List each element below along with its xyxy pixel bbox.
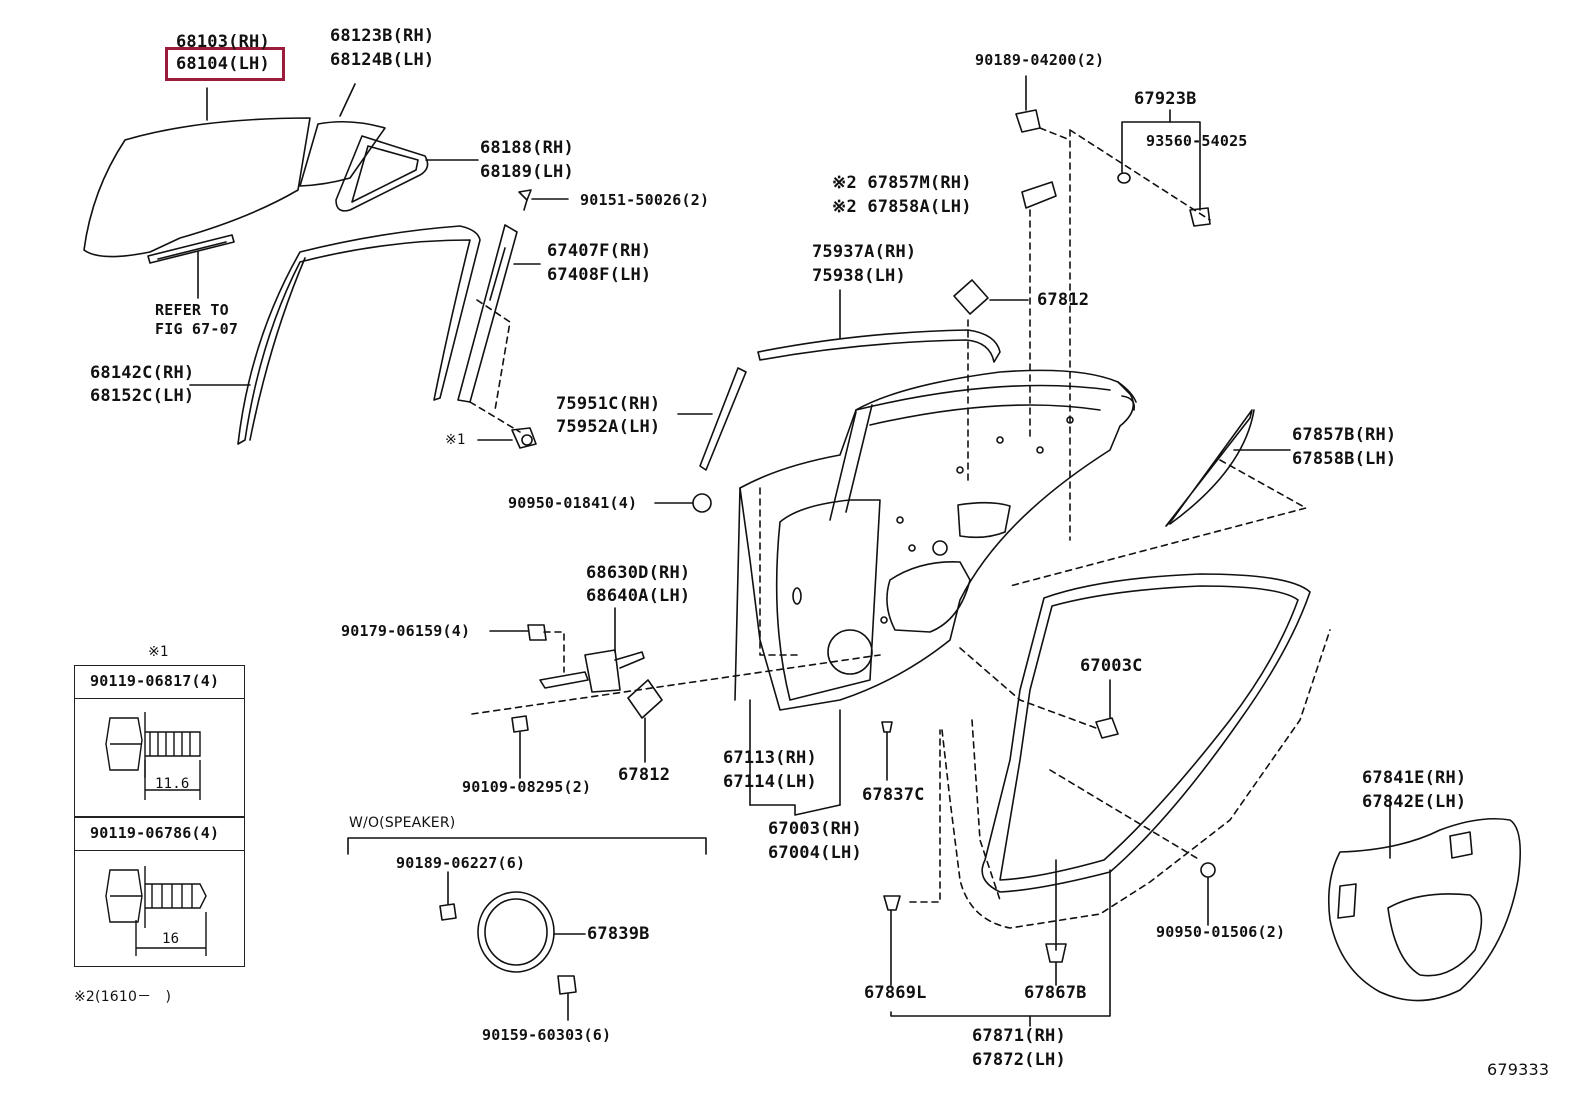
note1-bolt-marker: ※1 <box>445 432 466 448</box>
part-67869L[interactable]: 67869L <box>864 983 927 1003</box>
part-67857M[interactable]: ※2 67857M(RH) <box>832 173 972 193</box>
part-68104-selected[interactable]: 68104(LH) <box>176 54 270 74</box>
legend-part-90119-06817[interactable]: 90119-06817(4) <box>90 672 220 690</box>
cap-screw-67923B <box>1117 109 1211 227</box>
clip-67869L <box>883 895 901 986</box>
part-75952A[interactable]: 75952A(LH) <box>556 417 661 437</box>
triangle-seal <box>1165 409 1291 527</box>
belt-molding-small <box>677 367 747 471</box>
pillar-garnish <box>457 224 541 433</box>
part-67839B[interactable]: 67839B <box>587 924 650 944</box>
bracket-67857M <box>1021 181 1057 209</box>
legend-dim-11-6: 11.6 <box>155 776 190 792</box>
legend-head-2 <box>74 817 245 851</box>
quarter-glass <box>299 83 386 187</box>
pad-67812-upper <box>953 279 1029 315</box>
part-75951C[interactable]: 75951C(RH) <box>556 394 661 414</box>
part-67113[interactable]: 67113(RH) <box>723 748 817 768</box>
part-75938[interactable]: 75938(LH) <box>812 266 906 286</box>
bolt-90109 <box>471 654 881 779</box>
grommet-90950-01506 <box>1200 862 1216 926</box>
part-90159[interactable]: 90159-60303(6) <box>482 1026 612 1044</box>
part-90109[interactable]: 90109-08295(2) <box>462 778 592 796</box>
part-90950-01506[interactable]: 90950-01506(2) <box>1156 923 1286 941</box>
part-90179[interactable]: 90179-06159(4) <box>341 622 471 640</box>
part-67812-lower[interactable]: 67812 <box>618 765 671 785</box>
part-67812-upper[interactable]: 67812 <box>1037 290 1090 310</box>
part-68188[interactable]: 68188(RH) <box>480 138 574 158</box>
part-67003[interactable]: 67003(RH) <box>768 819 862 839</box>
rear-door-panel <box>734 369 1137 711</box>
leaders-67113 <box>749 699 841 816</box>
part-67858B[interactable]: 67858B(LH) <box>1292 449 1397 469</box>
part-67841E[interactable]: 67841E(RH) <box>1362 768 1467 788</box>
legend-head-1 <box>74 665 245 699</box>
legend-dim-16: 16 <box>162 931 180 947</box>
clip-67003C <box>1095 679 1119 739</box>
part-67857B[interactable]: 67857B(RH) <box>1292 425 1397 445</box>
part-67114[interactable]: 67114(LH) <box>723 772 817 792</box>
pad-67812-lower <box>627 679 663 763</box>
part-68123B[interactable]: 68123B(RH) <box>330 26 435 46</box>
glass-channel-strip <box>147 234 235 299</box>
screw-90151 <box>518 189 569 211</box>
part-67837C[interactable]: 67837C <box>862 785 925 805</box>
part-90189-06227[interactable]: 90189-06227(6) <box>396 854 526 872</box>
figure-number: 679333 <box>1487 1060 1550 1079</box>
part-90189-04200[interactable]: 90189-04200(2) <box>975 51 1105 69</box>
part-67867B[interactable]: 67867B <box>1024 983 1087 1003</box>
legend-box-1 <box>74 665 245 817</box>
part-67858A[interactable]: ※2 67858A(LH) <box>832 197 972 217</box>
part-68142C[interactable]: 68142C(RH) <box>90 363 195 383</box>
part-67872[interactable]: 67872(LH) <box>972 1050 1066 1070</box>
clip-67837C <box>881 721 893 781</box>
part-68640A[interactable]: 68640A(LH) <box>586 586 691 606</box>
part-93560[interactable]: 93560-54025 <box>1146 132 1248 150</box>
part-68189[interactable]: 68189(LH) <box>480 162 574 182</box>
legend-box-2 <box>74 817 245 967</box>
legend-part-90119-06786[interactable]: 90119-06786(4) <box>90 824 220 842</box>
part-75937A[interactable]: 75937A(RH) <box>812 242 917 262</box>
refer-note-line1: REFER TO <box>155 301 229 319</box>
weatherstrip-outline <box>909 629 1331 929</box>
bolt-90179 <box>489 624 565 673</box>
part-90151[interactable]: 90151-50026(2) <box>580 191 710 209</box>
legend-title: ※1 <box>148 644 169 660</box>
frame-molding <box>189 225 481 445</box>
leaders-67871 <box>890 869 1111 1027</box>
part-68152C[interactable]: 68152C(LH) <box>90 386 195 406</box>
part-67842E[interactable]: 67842E(LH) <box>1362 792 1467 812</box>
belt-weatherstrip <box>757 289 1001 363</box>
clip-67867B <box>1045 943 1067 986</box>
part-68630D[interactable]: 68630D(RH) <box>586 563 691 583</box>
part-68124B[interactable]: 68124B(LH) <box>330 50 435 70</box>
legend-bolts <box>105 712 207 956</box>
door-leaders <box>759 129 1307 656</box>
door-weatherstrip <box>981 573 1311 951</box>
part-68103[interactable]: 68103(RH) <box>176 32 270 52</box>
bolt-note1 <box>477 427 537 449</box>
grommet-90950-01841 <box>654 493 712 513</box>
part-67004[interactable]: 67004(LH) <box>768 843 862 863</box>
selected-part-highlight <box>165 47 285 81</box>
refer-note-line2: FIG 67-07 <box>155 320 239 338</box>
door-check <box>539 607 645 693</box>
service-hole-cover <box>1327 799 1522 1002</box>
quarter-weatherstrip <box>335 135 479 212</box>
door-glass <box>83 87 311 258</box>
clip-90189-04200 <box>1015 75 1071 141</box>
part-90950-01841[interactable]: 90950-01841(4) <box>508 494 638 512</box>
part-67871[interactable]: 67871(RH) <box>972 1026 1066 1046</box>
note2-footnote: ※2(1610－ ) <box>74 989 172 1005</box>
part-67923B[interactable]: 67923B <box>1134 89 1197 109</box>
speaker-bracket <box>347 837 707 1021</box>
wo-speaker-note: W/O(SPEAKER) <box>349 815 456 831</box>
part-67408F[interactable]: 67408F(LH) <box>547 265 652 285</box>
part-67003C[interactable]: 67003C <box>1080 656 1143 676</box>
part-67407F[interactable]: 67407F(RH) <box>547 241 652 261</box>
